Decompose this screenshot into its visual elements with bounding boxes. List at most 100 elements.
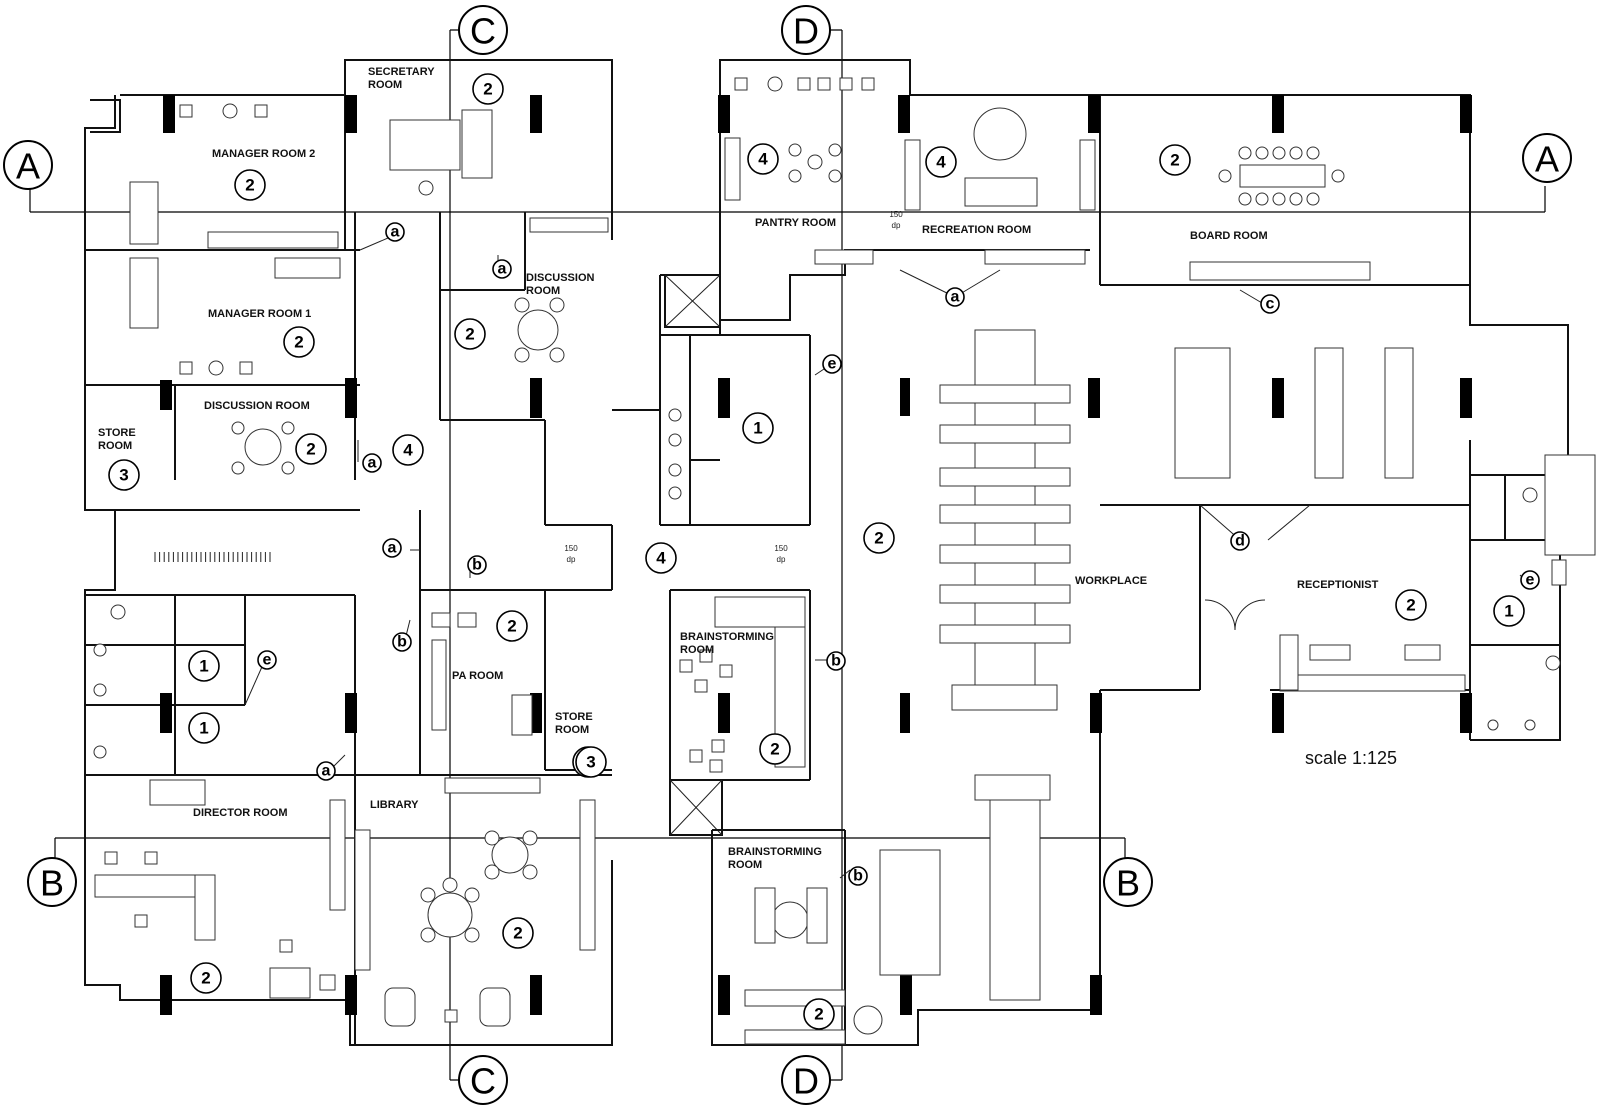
svg-text:d: d bbox=[1235, 533, 1245, 550]
svg-text:2: 2 bbox=[245, 176, 254, 195]
svg-text:b: b bbox=[853, 868, 863, 885]
level-notes: 150 dp 150 dp 150 dp bbox=[564, 210, 903, 564]
zone-number-marker: 1 bbox=[742, 412, 774, 444]
svg-text:3: 3 bbox=[119, 466, 128, 485]
zone-number-marker: 2 bbox=[496, 610, 528, 642]
svg-text:2: 2 bbox=[874, 529, 883, 548]
room-label-manager-room-1: MANAGER ROOM 1 bbox=[208, 308, 311, 320]
zone-markers: 222234244214322231122221 bbox=[108, 73, 1525, 1030]
zone-number-marker: 4 bbox=[747, 143, 779, 175]
svg-text:b: b bbox=[831, 653, 841, 670]
svg-text:2: 2 bbox=[507, 617, 516, 636]
zone-number-marker: 2 bbox=[283, 326, 315, 358]
section-marker-c: C bbox=[458, 5, 508, 55]
svg-text:3: 3 bbox=[586, 753, 595, 772]
svg-text:a: a bbox=[368, 455, 377, 472]
zone-number-marker: 2 bbox=[454, 318, 486, 350]
svg-text:1: 1 bbox=[1504, 602, 1513, 621]
svg-text:dp: dp bbox=[777, 555, 786, 564]
door-type-marker: c bbox=[1260, 294, 1280, 314]
zone-number-marker: 3 bbox=[108, 459, 140, 491]
zone-number-marker: 2 bbox=[502, 917, 534, 949]
svg-text:a: a bbox=[498, 261, 507, 278]
scale-note: scale 1:125 bbox=[1305, 748, 1397, 768]
room-label-manager-room-2: MANAGER ROOM 2 bbox=[212, 148, 315, 160]
room-label-workplace: WORKPLACE bbox=[1075, 575, 1147, 587]
columns bbox=[160, 95, 1472, 1015]
svg-text:2: 2 bbox=[1406, 596, 1415, 615]
door-type-marker: d bbox=[1230, 531, 1250, 551]
svg-text:B: B bbox=[40, 863, 64, 904]
room-label-receptionist: RECEPTIONIST bbox=[1297, 579, 1379, 591]
room-label-board-room: BOARD ROOM bbox=[1190, 230, 1268, 242]
level-note: 150 dp bbox=[774, 544, 788, 564]
zone-number-marker: 2 bbox=[1159, 144, 1191, 176]
door-type-marker: b bbox=[467, 555, 487, 575]
svg-text:e: e bbox=[1526, 572, 1535, 589]
section-markers: A A B B C C D D bbox=[3, 5, 1572, 1105]
svg-text:2: 2 bbox=[294, 333, 303, 352]
svg-text:2: 2 bbox=[306, 440, 315, 459]
room-label-pa-room: PA ROOM bbox=[452, 670, 503, 682]
svg-text:a: a bbox=[388, 540, 397, 557]
svg-text:A: A bbox=[16, 146, 40, 187]
svg-text:2: 2 bbox=[770, 740, 779, 759]
section-marker-d: D bbox=[781, 5, 831, 55]
svg-text:150: 150 bbox=[564, 544, 578, 553]
zone-number-marker: 2 bbox=[190, 962, 222, 994]
svg-text:150: 150 bbox=[889, 210, 903, 219]
door-type-marker: a bbox=[316, 761, 336, 781]
svg-text:1: 1 bbox=[199, 719, 208, 738]
door-type-marker: b bbox=[826, 651, 846, 671]
svg-text:4: 4 bbox=[936, 153, 946, 172]
zone-number-marker: 4 bbox=[925, 146, 957, 178]
door-type-marker: e bbox=[1520, 570, 1540, 590]
zone-number-marker: 2 bbox=[803, 998, 835, 1030]
svg-text:B: B bbox=[1116, 863, 1140, 904]
door-type-marker: a bbox=[492, 259, 512, 279]
zone-number-marker: 2 bbox=[759, 733, 791, 765]
svg-text:2: 2 bbox=[483, 80, 492, 99]
svg-text:b: b bbox=[472, 557, 482, 574]
svg-text:2: 2 bbox=[201, 969, 210, 988]
room-label-discussion-room: DISCUSSION ROOM bbox=[204, 400, 310, 412]
section-marker-c: C bbox=[458, 1055, 508, 1105]
door-type-marker: a bbox=[362, 453, 382, 473]
svg-text:dp: dp bbox=[567, 555, 576, 564]
svg-text:e: e bbox=[263, 652, 272, 669]
door-type-marker: a bbox=[382, 538, 402, 558]
svg-text:C: C bbox=[470, 1061, 496, 1102]
door-type-marker: e bbox=[822, 354, 842, 374]
zone-number-marker: 1 bbox=[188, 650, 220, 682]
section-marker-a: A bbox=[3, 140, 53, 190]
svg-text:4: 4 bbox=[403, 441, 413, 460]
zone-number-marker: 4 bbox=[392, 434, 424, 466]
door-type-marker: b bbox=[392, 632, 412, 652]
zone-number-marker: 2 bbox=[234, 169, 266, 201]
section-marker-d: D bbox=[781, 1055, 831, 1105]
zone-number-marker: 2 bbox=[863, 522, 895, 554]
door-type-marker: a bbox=[945, 287, 965, 307]
door-type-marker: b bbox=[848, 866, 868, 886]
svg-text:b: b bbox=[397, 634, 407, 651]
svg-text:D: D bbox=[793, 11, 819, 52]
level-note: 150 dp bbox=[564, 544, 578, 564]
walls-core bbox=[611, 59, 1101, 1046]
furniture bbox=[93, 76, 1567, 1045]
svg-text:2: 2 bbox=[814, 1005, 823, 1024]
svg-text:4: 4 bbox=[758, 150, 768, 169]
svg-text:A: A bbox=[1535, 139, 1559, 180]
section-marker-b: B bbox=[1103, 857, 1153, 907]
zone-number-marker: 2 bbox=[472, 73, 504, 105]
svg-text:D: D bbox=[793, 1061, 819, 1102]
svg-text:C: C bbox=[470, 11, 496, 52]
svg-text:2: 2 bbox=[465, 325, 474, 344]
section-marker-a: A bbox=[1522, 133, 1572, 183]
